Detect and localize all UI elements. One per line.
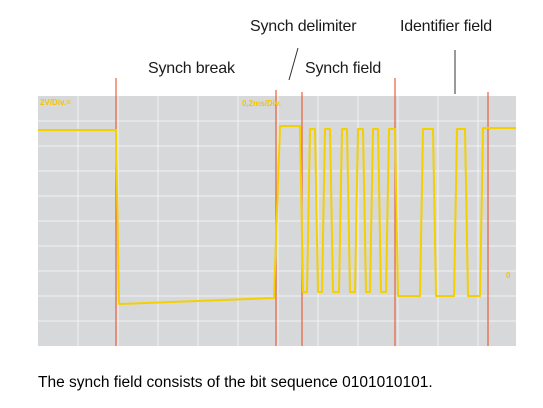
volts-per-div-readout: 2V/Div.= [40, 98, 71, 107]
synch-field-label: Synch field [305, 60, 382, 77]
synch-delimiter-label: Synch delimiter [250, 18, 357, 35]
zero-level-marker: 0 [506, 271, 511, 280]
figure-caption: The synch field consists of the bit sequ… [38, 374, 433, 391]
identifier-field-label: Identifier field [400, 18, 492, 35]
signal-trace [38, 125, 516, 305]
pointer-synch-delimiter [288, 47, 299, 81]
time-per-div-readout: 0,2ms/Div. [242, 99, 281, 108]
synch-break-label: Synch break [148, 60, 235, 77]
